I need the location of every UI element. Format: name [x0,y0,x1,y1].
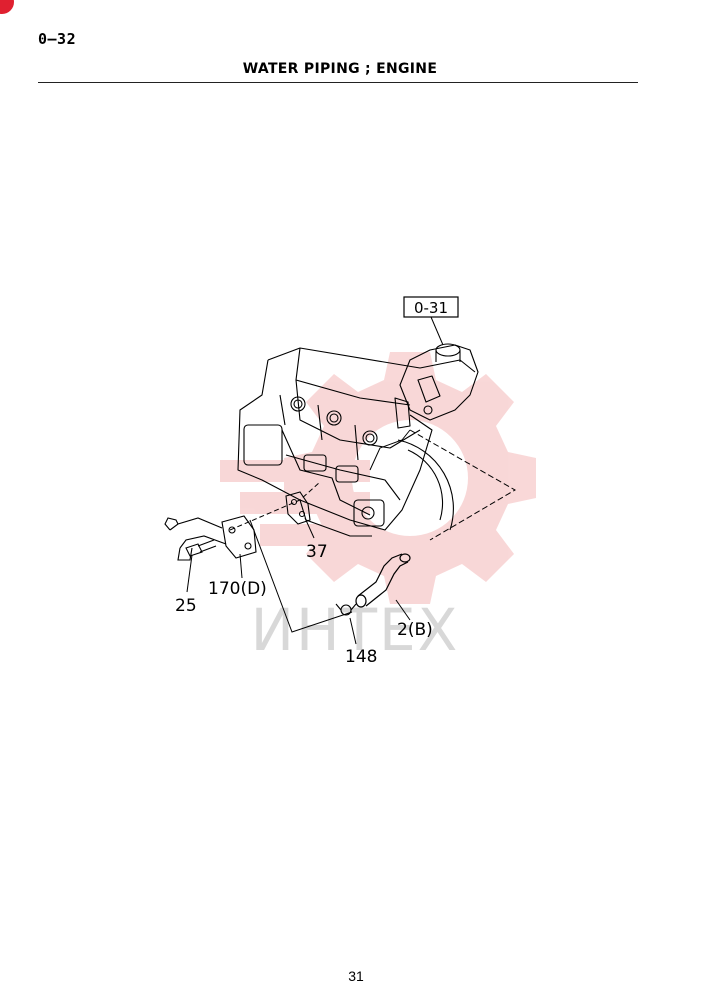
part-25-bolt [185,539,217,557]
callout-2: 2(B) [397,620,433,640]
title-divider [38,82,638,83]
part-170-water-pipe [164,515,257,561]
watermark-text: ИНТЕХ [251,596,460,664]
watermark-gear [220,352,536,604]
callout-25: 25 [175,596,197,616]
part-2-hose [355,553,411,608]
callout-148: 148 [345,647,377,667]
leader-lines [186,429,516,645]
reference-box-label: 0-31 [414,299,448,317]
page-title: WATER PIPING ; ENGINE [242,61,438,77]
callout-37: 37 [306,542,328,562]
part-148-clamp [335,603,357,616]
page-code: 0—32 [38,30,77,48]
page-number: 31 [348,968,364,984]
reference-box: 0-31 [403,296,459,346]
part-37-gasket [285,491,311,525]
engine-block-drawing [237,343,479,537]
callout-170: 170(D) [208,579,267,599]
